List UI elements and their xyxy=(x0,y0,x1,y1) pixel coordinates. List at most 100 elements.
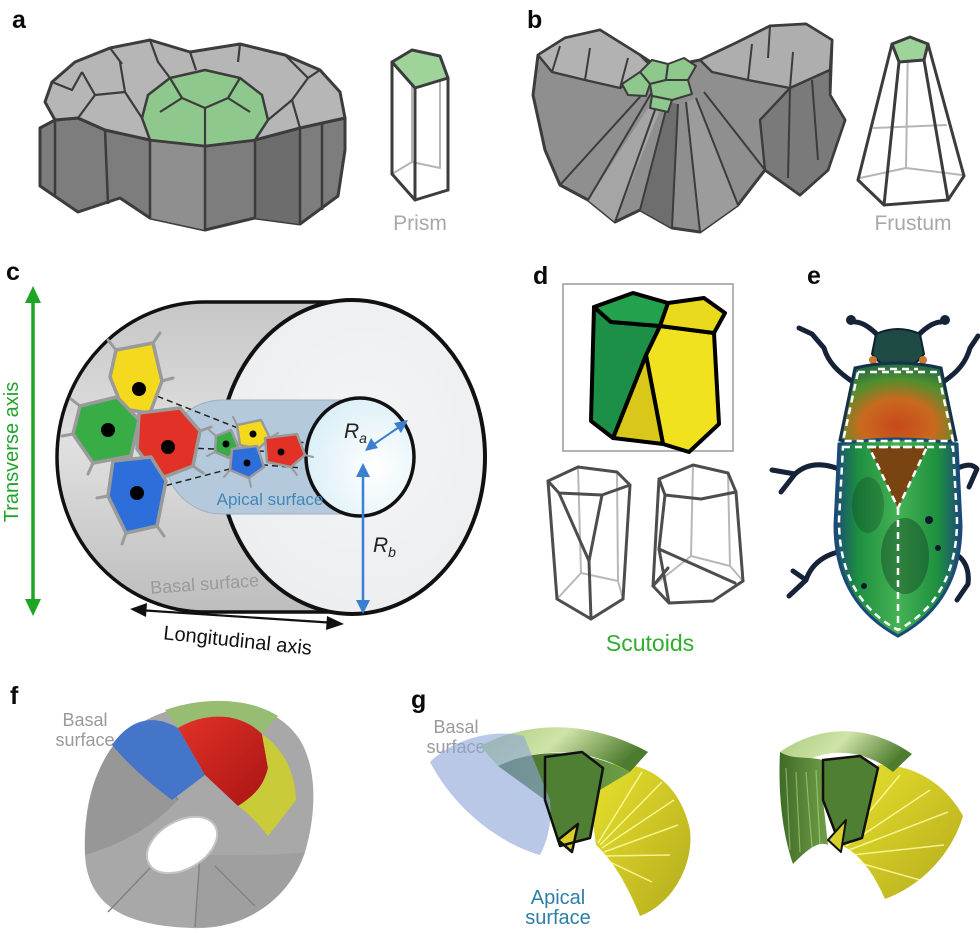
valley-wall-light xyxy=(588,90,664,222)
beetle-elytra-shade xyxy=(881,518,929,594)
tissue-side-face-light xyxy=(150,140,205,230)
panel-d-letter: d xyxy=(533,262,548,290)
wing-cell-lines xyxy=(551,25,819,179)
panel-a: a xyxy=(12,6,450,235)
beetle-photo xyxy=(769,315,980,638)
transverse-axis-label: Transverse axis xyxy=(1,382,23,522)
panel-c: c Transverse axis xyxy=(1,258,487,660)
wireframe-left-visible xyxy=(546,465,632,621)
tube-lumen-hole xyxy=(145,815,219,875)
apical-cell-red xyxy=(263,432,307,469)
longitudinal-axis-label: Longitudinal axis xyxy=(162,622,312,659)
f-basal-surface-label-line1: Basal xyxy=(62,710,107,730)
g-right-green-top xyxy=(780,731,912,772)
frustum-wireframe xyxy=(856,35,966,207)
prism-wireframe xyxy=(390,48,450,202)
scutoid-wireframe-left xyxy=(546,465,632,621)
radius-basal-label: Rb xyxy=(373,534,396,560)
green-cell-cluster xyxy=(621,57,697,113)
beetle-antenna-club-left xyxy=(846,315,856,325)
g-left-outlined-cell xyxy=(545,752,603,846)
tube-segment-render xyxy=(84,700,314,929)
tube-gray-right xyxy=(195,852,305,928)
valley-wall-mid xyxy=(686,98,738,232)
panel-b-letter: b xyxy=(527,6,542,34)
basal-cell-nuclei xyxy=(101,382,175,500)
basal-cells xyxy=(60,331,213,546)
right-wing-top xyxy=(698,22,834,90)
longitudinal-axis-arrow xyxy=(130,603,344,630)
curved-wedge-scutoids-only xyxy=(779,731,963,899)
radius-basal-arrow xyxy=(356,463,370,614)
apical-cell-nuclei xyxy=(222,430,285,467)
cylinder-diagram: Apical surface Basal surface Ra Rb xyxy=(55,298,487,616)
scutoid-wireframe-right xyxy=(651,463,745,605)
apical-cell-whiskers xyxy=(206,416,314,488)
tube-cell-blue xyxy=(112,720,205,800)
beetle-dashed-outlines xyxy=(837,367,959,632)
beetle-scutellum xyxy=(869,447,927,508)
tissue-side-edges xyxy=(53,120,324,230)
g-right-cell-yellow-tip xyxy=(827,819,847,853)
panel-b: b xyxy=(527,6,966,235)
panel-e: e xyxy=(769,262,980,638)
g-left-yellow-face xyxy=(590,764,691,916)
radius-apical-arrow xyxy=(365,420,408,451)
basal-cell-whiskers xyxy=(60,331,213,546)
radius-apical-sub: a xyxy=(359,430,367,446)
beetle-elytra-shade2 xyxy=(852,477,884,533)
scutoid-pair-illustration xyxy=(589,291,727,454)
valley-wall-dark xyxy=(640,102,678,228)
radius-basal-sub: b xyxy=(388,544,396,560)
panel-c-letter: c xyxy=(6,258,20,286)
tube-gray-left xyxy=(84,730,178,855)
tissue-cell-boundaries xyxy=(51,39,321,146)
prism-top-face xyxy=(390,48,450,90)
g-right-green-face xyxy=(779,752,828,864)
prism-caption: Prism xyxy=(393,212,447,235)
curved-wedge-with-apical-plane: Apical surface xyxy=(430,727,691,929)
beetle-spot3 xyxy=(861,583,867,589)
beetle-antenna-club-right xyxy=(940,315,950,325)
g-apical-surface-label-line1: Apical xyxy=(531,887,585,909)
f-basal-surface-label-line2: surface xyxy=(55,730,114,750)
radius-apical-label: Ra xyxy=(344,420,367,446)
g-apical-surface-label-line2: surface xyxy=(525,907,591,929)
frustum-visible-edges xyxy=(856,42,966,207)
beetle-spot2 xyxy=(935,545,941,551)
frustum-caption: Frustum xyxy=(874,212,951,235)
scutoid-yellow-top xyxy=(658,296,727,335)
g-right-outlined-cell xyxy=(821,754,880,847)
prism-visible-edges xyxy=(390,60,450,202)
panel-a-letter: a xyxy=(12,6,27,34)
flat-epithelium-illustration xyxy=(38,38,347,232)
curved-epithelium-illustration xyxy=(531,22,847,234)
panel-e-letter: e xyxy=(807,262,821,290)
beetle-eye-right xyxy=(919,356,927,364)
apical-lumen-circle xyxy=(304,396,416,518)
tube-cell-red xyxy=(178,716,268,806)
g-right-green-streaks xyxy=(785,767,821,853)
beetle-spot xyxy=(925,516,933,524)
beetle-eye-left xyxy=(869,356,877,364)
panel-g-letter: g xyxy=(411,686,426,714)
panel-f-letter: f xyxy=(10,682,19,710)
tissue-side-face-dark xyxy=(255,128,300,224)
valley-wall-edges xyxy=(559,87,766,233)
apical-cells xyxy=(206,416,314,488)
right-wing-wall xyxy=(758,68,847,197)
radius-apical-symbol: R xyxy=(344,420,359,443)
g-left-cell-yellow-tip xyxy=(556,822,580,854)
scutoids-caption: Scutoids xyxy=(606,630,694,656)
g-basal-surface-label-line1: Basal xyxy=(433,717,478,737)
transverse-axis-arrow xyxy=(25,286,41,616)
wireframe-right-hidden xyxy=(652,464,744,587)
g-left-yellow-streaks xyxy=(597,771,679,883)
frustum-top-face xyxy=(890,35,930,64)
radius-basal-symbol: R xyxy=(373,534,388,557)
wireframe-right-visible xyxy=(651,463,745,605)
g-apical-plane-blue xyxy=(430,733,551,855)
apical-surface-label: Apical surface xyxy=(217,490,324,509)
